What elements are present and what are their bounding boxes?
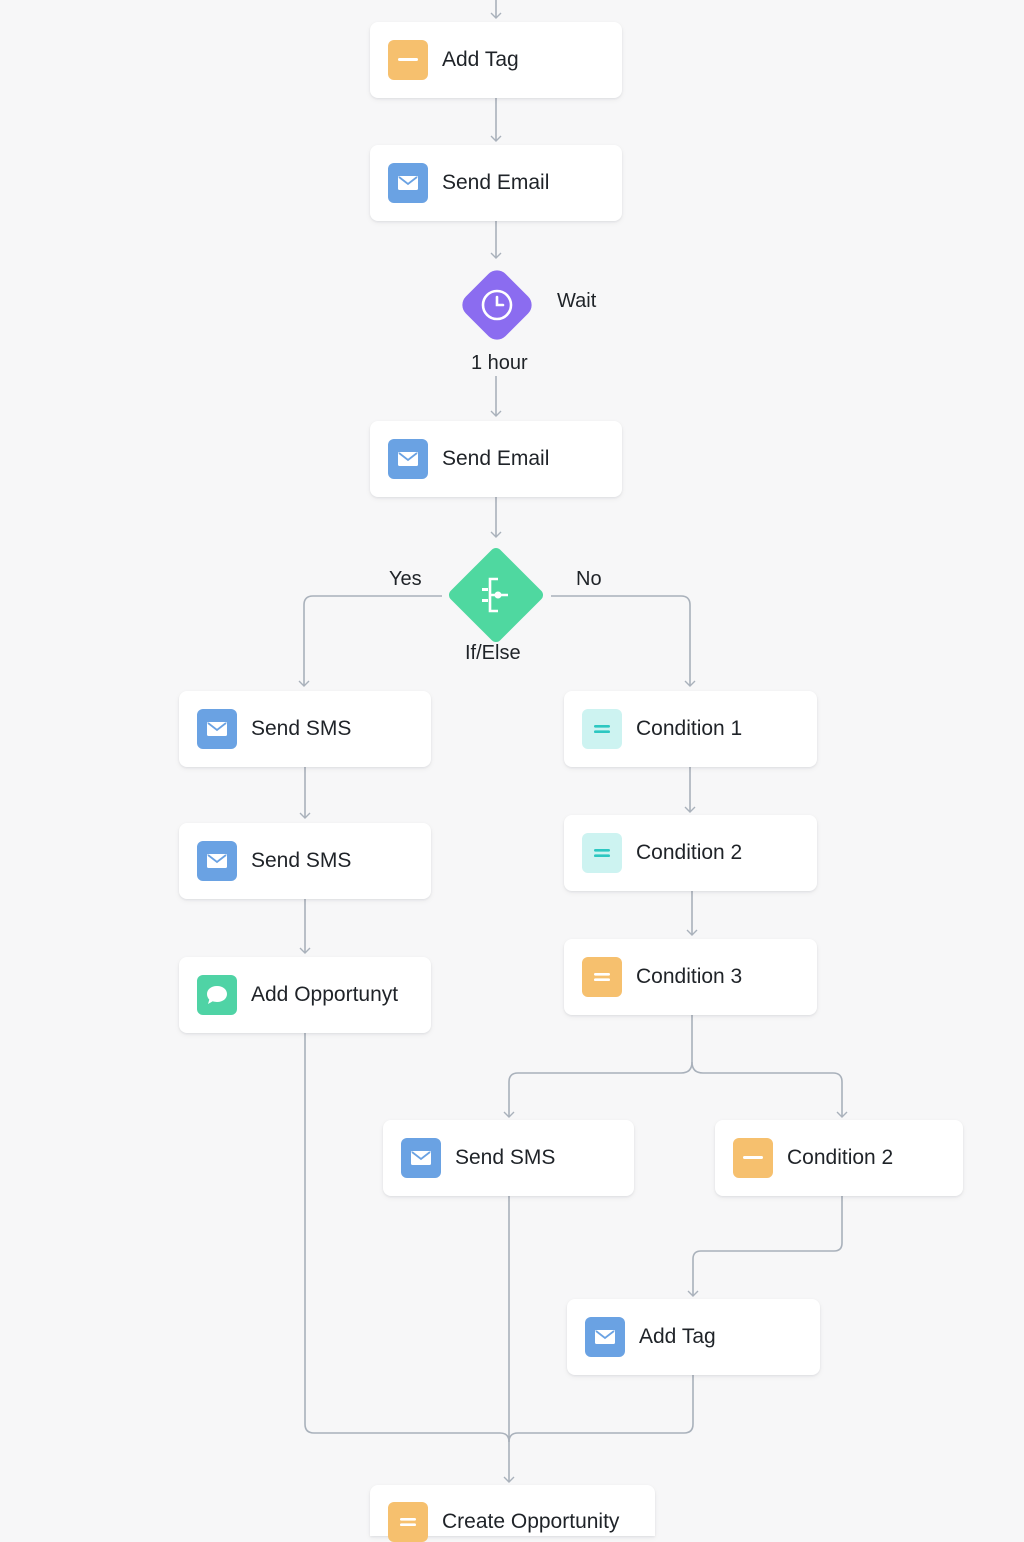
node-condition-2[interactable]: Condition 2 [564,815,817,891]
node-send-email-1[interactable]: Send Email [370,145,622,221]
connector [692,1195,843,1296]
node-label: Add Tag [442,48,519,71]
node-label: Send SMS [251,717,352,740]
node-add-opportunity[interactable]: Add Opportunyt [179,957,431,1033]
node-add-tag-bottom[interactable]: Add Tag [567,1299,820,1375]
node-label: Add Opportunyt [251,983,399,1006]
email-icon [388,439,428,479]
connector-arrow [298,680,310,687]
connector-arrow [684,806,696,813]
node-label: Send Email [442,171,550,194]
connector-arrow [490,135,502,142]
email-icon [197,709,237,749]
wait-duration: 1 hour [471,352,528,374]
connector-arrow [490,531,502,538]
no-label: No [576,568,602,590]
chat-bubble-icon [197,975,237,1015]
tag-icon [388,40,428,80]
connector-arrow [299,947,311,954]
yes-label: Yes [389,568,422,590]
equals-icon [388,1502,428,1542]
node-label: Send SMS [251,849,352,872]
connector-yes [303,595,442,686]
node-create-opportunity[interactable]: Create Opportunity [370,1485,655,1542]
email-icon [585,1317,625,1357]
connector-split [691,1061,843,1117]
email-icon [197,841,237,881]
connector-arrow [684,680,696,687]
clock-icon [458,266,536,344]
connector-arrow [686,929,698,936]
node-send-email-2[interactable]: Send Email [370,421,622,497]
connector-arrow [836,1111,848,1118]
connector-arrow [490,252,502,259]
if-else-label: If/Else [465,642,521,664]
node-label: Send Email [442,447,550,470]
node-send-sms-2[interactable]: Send SMS [179,823,431,899]
equals-icon [582,957,622,997]
connector-merge [508,1374,694,1443]
node-if-else[interactable] [446,545,546,645]
connector-arrow [687,1290,699,1297]
node-label: Condition 3 [636,965,743,988]
equals-icon [582,709,622,749]
email-icon [388,163,428,203]
node-label: Add Tag [639,1325,716,1348]
node-send-sms-1[interactable]: Send SMS [179,691,431,767]
branch-icon [446,545,546,645]
node-condition-1[interactable]: Condition 1 [564,691,817,767]
node-label: Condition 1 [636,717,743,740]
connector-split [508,1015,693,1117]
connector-arrow [299,812,311,819]
connector-arrow [503,1476,515,1483]
email-icon [401,1138,441,1178]
node-add-tag-top[interactable]: Add Tag [370,22,622,98]
node-condition-2b[interactable]: Condition 2 [715,1120,963,1196]
connector-arrow [490,12,502,19]
connector-merge [304,1032,510,1443]
node-label: Condition 2 [787,1146,894,1169]
node-label: Condition 2 [636,841,743,864]
connector-no [551,595,691,686]
node-wait[interactable] [457,265,537,345]
node-label: Create Opportunity [442,1510,620,1533]
connector-arrow [490,410,502,417]
node-label: Send SMS [455,1146,556,1169]
wait-label: Wait [557,290,597,312]
tag-icon [733,1138,773,1178]
node-send-sms-3[interactable]: Send SMS [383,1120,634,1196]
node-condition-3[interactable]: Condition 3 [564,939,817,1015]
connector-arrow [503,1111,515,1118]
equals-icon [582,833,622,873]
